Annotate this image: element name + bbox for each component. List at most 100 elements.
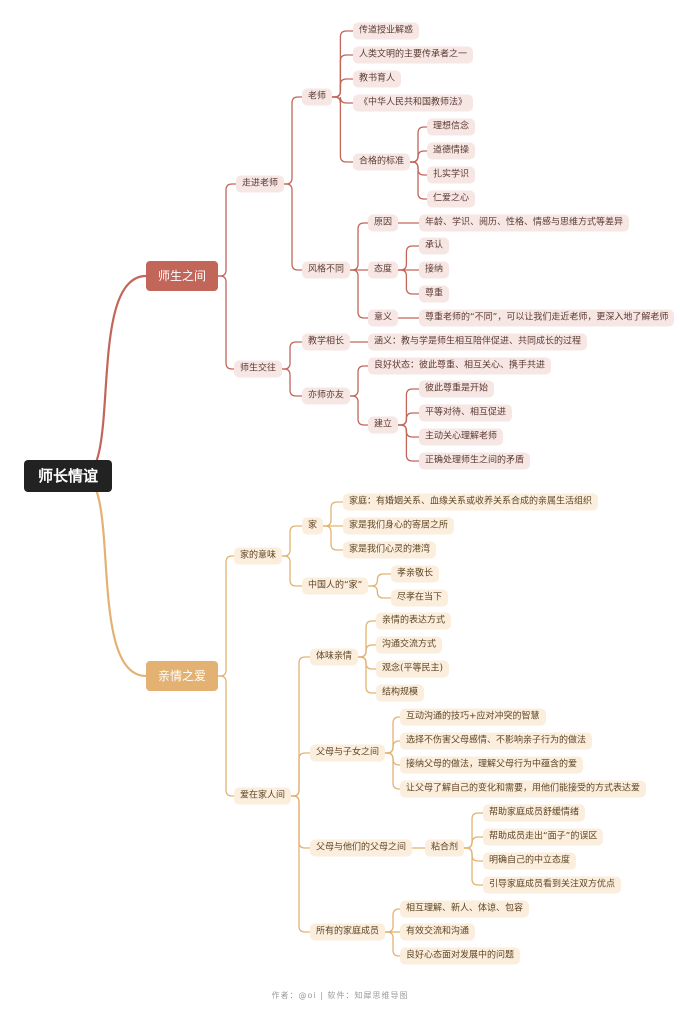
- leaf-node[interactable]: 观念(平等民主): [376, 660, 450, 678]
- leaf-node[interactable]: 尊重: [419, 285, 450, 303]
- leaf-node[interactable]: 承认: [419, 237, 450, 255]
- leaf-node[interactable]: 家是我们心灵的港湾: [343, 541, 437, 559]
- leaf-node[interactable]: 亲情的表达方式: [376, 612, 452, 630]
- leaf-node[interactable]: 仁爱之心: [427, 190, 476, 208]
- connector-line: [368, 585, 391, 599]
- topic-node[interactable]: 合格的标准: [353, 153, 411, 171]
- topic-node[interactable]: 中国人的“家”: [302, 577, 369, 595]
- connector-line: [368, 573, 391, 587]
- branch-node[interactable]: 亲情之爱: [146, 661, 219, 691]
- connector-line: [282, 341, 302, 370]
- leaf-node[interactable]: 引导家庭成员看到关注双方优点: [483, 876, 622, 894]
- topic-node[interactable]: 态度: [368, 261, 399, 279]
- leaf-node[interactable]: 尽孝在当下: [391, 589, 449, 607]
- topic-node[interactable]: 家的意味: [234, 547, 283, 565]
- connector-line: [385, 931, 400, 957]
- topic-node[interactable]: 粘合剂: [425, 839, 465, 857]
- connector-line: [218, 675, 234, 797]
- connector-line: [358, 620, 376, 658]
- connector-line: [81, 474, 147, 678]
- topic-node[interactable]: 老师: [302, 88, 333, 106]
- leaf-node[interactable]: 帮助成员走出“面子”的误区: [483, 828, 604, 846]
- leaf-node[interactable]: 沟通交流方式: [376, 636, 443, 654]
- topic-node[interactable]: 父母与子女之间: [310, 744, 386, 762]
- connector-line: [291, 795, 310, 933]
- leaf-node[interactable]: 接纳父母的做法，理解父母行为中蕴含的爱: [400, 756, 584, 774]
- footer-credit: 作者：@oi | 软件：知犀思维导图: [271, 991, 409, 1000]
- leaf-node[interactable]: 有效交流和沟通: [400, 923, 476, 941]
- topic-node[interactable]: 父母与他们的父母之间: [310, 839, 413, 857]
- topic-node[interactable]: 爱在家人间: [234, 787, 292, 805]
- connector-line: [358, 656, 376, 694]
- connector-line: [464, 847, 483, 862]
- leaf-node[interactable]: 帮助家庭成员舒缓情绪: [483, 804, 586, 822]
- connector-line: [410, 161, 427, 200]
- leaf-node[interactable]: 传道授业解惑: [353, 22, 420, 40]
- leaf-node[interactable]: 平等对待、相互促进: [419, 404, 513, 422]
- leaf-node[interactable]: 家庭：有婚姻关系、血缘关系或收养关系合成的亲属生活组织: [343, 493, 599, 511]
- topic-node[interactable]: 原因: [368, 214, 399, 232]
- leaf-node[interactable]: 明确自己的中立态度: [483, 852, 577, 870]
- leaf-node[interactable]: 选择不伤害父母感情、不影响亲子行为的做法: [400, 732, 593, 750]
- leaf-node[interactable]: 理想信念: [427, 118, 476, 136]
- connector-line: [464, 836, 483, 849]
- connector-line: [332, 78, 353, 98]
- connector-line: [350, 365, 368, 397]
- leaf-node[interactable]: 结构规模: [376, 684, 425, 702]
- connector-line: [332, 54, 353, 98]
- branch-node[interactable]: 师生之间: [146, 261, 219, 291]
- topic-node[interactable]: 家: [302, 517, 324, 535]
- connector-line: [464, 847, 483, 886]
- leaf-node[interactable]: 主动关心理解老师: [419, 428, 504, 446]
- leaf-node[interactable]: 年龄、学识、阅历、性格、情感与思维方式等差异: [419, 214, 630, 232]
- connector-line: [282, 555, 302, 587]
- connector-line: [410, 150, 427, 163]
- topic-node[interactable]: 意义: [368, 309, 399, 327]
- connector-line: [385, 908, 400, 933]
- topic-node[interactable]: 建立: [368, 416, 399, 434]
- leaf-node[interactable]: 教书育人: [353, 70, 402, 88]
- topic-node[interactable]: 师生交往: [234, 360, 283, 378]
- leaf-node[interactable]: 《中华人民共和国教师法》: [353, 94, 474, 112]
- connector-line: [398, 424, 419, 438]
- topic-node[interactable]: 亦师亦友: [302, 387, 351, 405]
- leaf-node[interactable]: 道德情操: [427, 142, 476, 160]
- topic-node[interactable]: 所有的家庭成员: [310, 923, 386, 941]
- root-node[interactable]: 师长情谊: [24, 460, 113, 492]
- leaf-node[interactable]: 尊重老师的“不同”，可以让我们走近老师，更深入地了解老师: [419, 309, 675, 327]
- leaf-node[interactable]: 扎实学识: [427, 166, 476, 184]
- topic-node[interactable]: 风格不同: [302, 261, 351, 279]
- leaf-node[interactable]: 孝亲敬长: [391, 565, 440, 583]
- topic-node[interactable]: 教学相长: [302, 333, 351, 351]
- connector-line: [350, 269, 368, 319]
- connector-line: [332, 30, 353, 98]
- connector-line: [218, 183, 236, 277]
- leaf-node[interactable]: 彼此尊重是开始: [419, 380, 495, 398]
- leaf-node[interactable]: 正确处理师生之间的矛盾: [419, 452, 531, 470]
- topic-node[interactable]: 走进老师: [236, 175, 285, 193]
- connector-line: [291, 752, 310, 797]
- leaf-node[interactable]: 让父母了解自己的变化和需要，用他们能接受的方式表达爱: [400, 780, 647, 798]
- connector-line: [284, 96, 302, 185]
- connector-line: [218, 275, 234, 370]
- leaf-node[interactable]: 良好状态：彼此尊重、相互关心、携手共进: [368, 357, 552, 375]
- leaf-node[interactable]: 人类文明的主要传承者之一: [353, 46, 474, 64]
- leaf-node[interactable]: 相互理解、新人、体谅、包容: [400, 900, 530, 918]
- leaf-node[interactable]: 互动沟通的技巧+应对冲突的智慧: [400, 708, 546, 726]
- connector-line: [332, 96, 353, 104]
- connector-line: [81, 274, 147, 478]
- connector-line: [350, 395, 368, 426]
- connector-line: [284, 183, 302, 271]
- connector-line: [323, 525, 343, 551]
- leaf-node[interactable]: 涵义：教与学是师生相互陪伴促进、共同成长的过程: [368, 333, 588, 351]
- leaf-node[interactable]: 接纳: [419, 261, 450, 279]
- topic-node[interactable]: 体味亲情: [310, 648, 359, 666]
- leaf-node[interactable]: 良好心态面对发展中的问题: [400, 947, 521, 965]
- connector-line: [282, 525, 302, 557]
- connector-line: [398, 424, 419, 462]
- connector-line: [350, 222, 368, 271]
- connector-line: [464, 812, 483, 849]
- leaf-node[interactable]: 家是我们身心的寄居之所: [343, 517, 455, 535]
